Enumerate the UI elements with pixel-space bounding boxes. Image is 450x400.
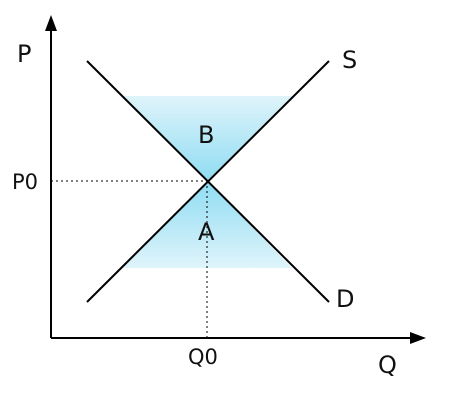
y-axis-arrow	[45, 15, 57, 31]
demand-curve	[86, 60, 330, 303]
price-p0-label: P0	[12, 170, 38, 194]
supply-label: S	[342, 46, 357, 74]
x-axis-label: Q	[378, 351, 397, 379]
area-a-label: A	[198, 218, 215, 246]
quantity-q0-label: Q0	[188, 345, 218, 369]
region-a	[122, 181, 292, 268]
demand-label: D	[336, 285, 354, 313]
area-b-label: B	[198, 121, 214, 149]
y-axis-label: P	[17, 40, 31, 68]
region-b	[123, 96, 292, 181]
x-axis-arrow	[410, 332, 426, 344]
